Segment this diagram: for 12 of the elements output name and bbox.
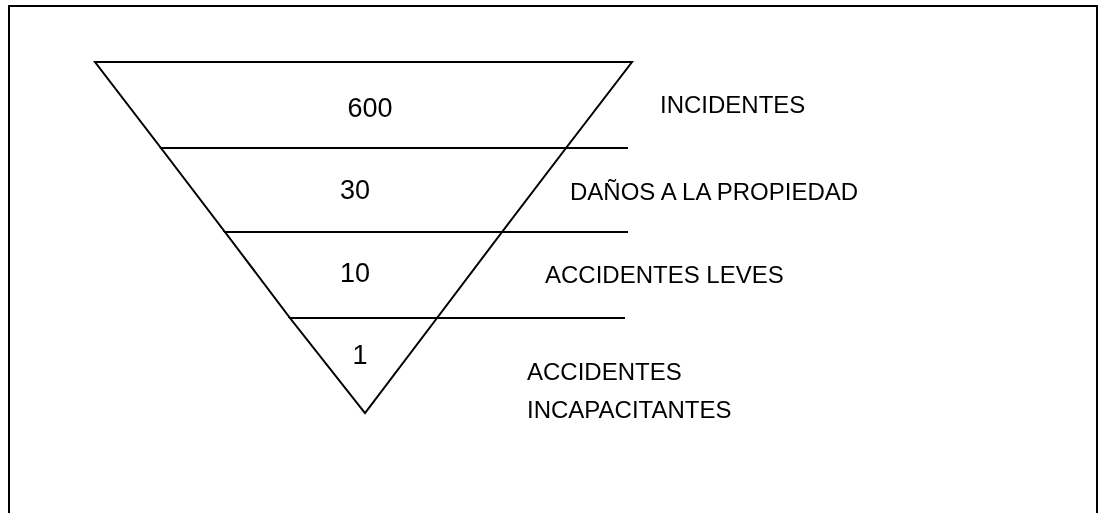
count-value: 1 — [352, 339, 368, 371]
level-label: INCIDENTES — [660, 90, 807, 120]
pyramid-band — [161, 148, 566, 232]
level-label: ACCIDENTES LEVES — [545, 260, 785, 290]
count-value: 600 — [347, 92, 393, 124]
pyramid-band — [290, 318, 437, 413]
count-value: 10 — [340, 257, 370, 289]
level-label: ACCIDENTES INCAPACITANTES — [527, 357, 733, 425]
count-value: 30 — [340, 174, 370, 206]
pyramid-band — [95, 62, 632, 148]
pyramid-band — [225, 232, 502, 318]
level-label: DAÑOS A LA PROPIEDAD — [570, 177, 860, 207]
